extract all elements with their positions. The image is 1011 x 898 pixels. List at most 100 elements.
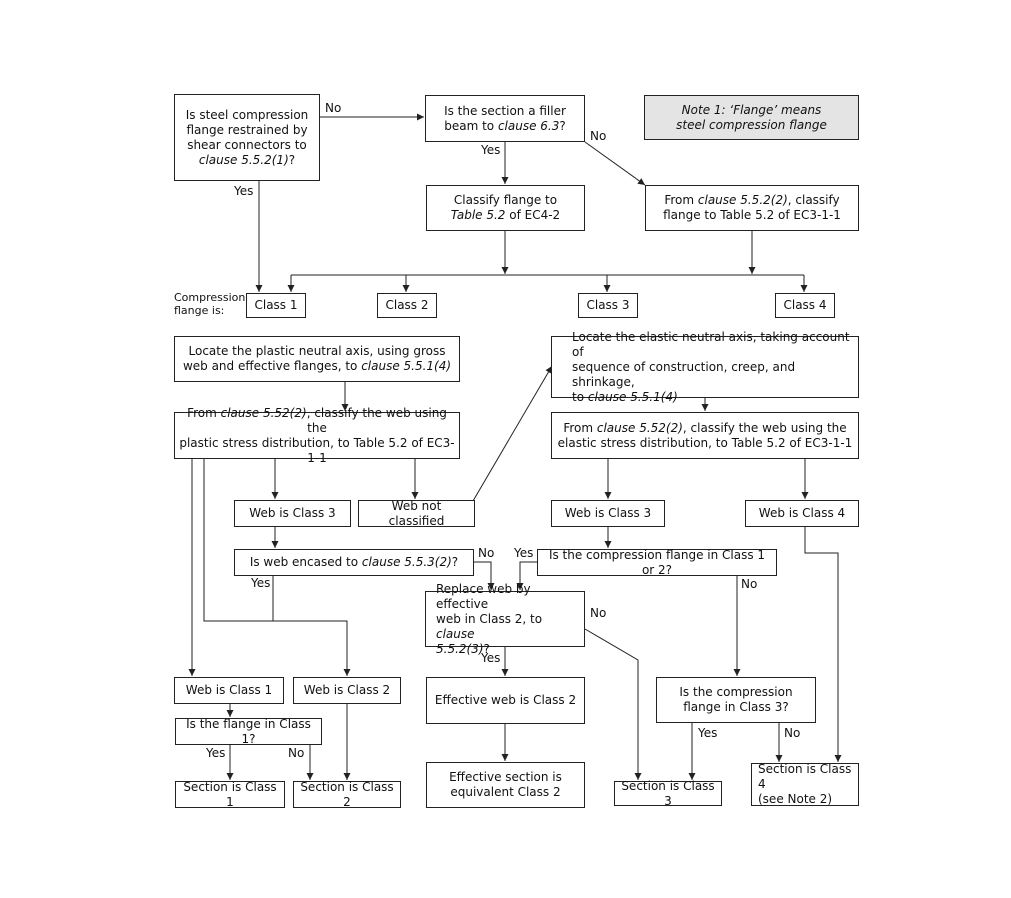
clause-ref: clause 5.52(2) — [220, 405, 307, 420]
text-line: Section is Class 4 — [758, 762, 852, 791]
text-line: From clause 5.52(2), classify the web us… — [179, 406, 455, 436]
text-line: Locate the plastic neutral axis, using g… — [188, 344, 446, 358]
question-flange-class-3: Is the compression flange in Class 3? — [656, 677, 816, 723]
text-fragment: ? — [451, 555, 459, 569]
web-is-class-2: Web is Class 2 — [293, 677, 401, 704]
clause-ref: clause 5.5.2(1) — [198, 152, 289, 167]
text-line: From clause 5.52(2), classify the web us… — [558, 421, 853, 436]
question-flange-class-1: Is the flange in Class 1? — [175, 717, 322, 746]
replace-web-effective: Replace web by effective web in Class 2,… — [425, 582, 585, 656]
classify-web-plastic: From clause 5.52(2), classify the web us… — [174, 406, 460, 465]
text-line: beam to clause 6.3? — [444, 119, 566, 134]
text-line: equivalent Class 2 — [450, 785, 561, 799]
flange-class-4: Class 4 — [775, 293, 835, 318]
label-no-filler: No — [590, 129, 607, 143]
text-line: plastic stress distribution, to Table 5.… — [179, 435, 455, 465]
flange-class-1: Class 1 — [246, 293, 306, 318]
text-line: Note 1: ‘Flange’ means — [681, 102, 822, 117]
section-is-class-1: Section is Class 1 — [175, 780, 285, 809]
text-line: steel compression flange — [676, 117, 827, 132]
arrow-replace-to-section3 — [584, 628, 642, 780]
note-1-box: Note 1: ‘Flange’ means steel compression… — [644, 95, 859, 140]
text-fragment: ? — [288, 152, 296, 167]
text-line: web in Class 2, to clause — [436, 612, 580, 642]
text-line: (see Note 2) — [758, 792, 833, 806]
text-line: Effective section is — [449, 770, 562, 784]
text-fragment: web and effective flanges, to — [182, 359, 362, 373]
arrow-filler-to-ec3 — [584, 141, 646, 186]
clause-ref: clause 5.5.1(4) — [361, 359, 452, 373]
text-line: 5.5.2(3)? — [436, 642, 580, 657]
classify-web-elastic: From clause 5.52(2), classify the web us… — [551, 412, 859, 459]
flange-class-3: Class 3 — [578, 293, 638, 318]
text-fragment: , classify the web using the — [682, 420, 847, 435]
clause-ref: clause 5.5.2(2) — [697, 193, 788, 207]
text-fragment: of EC4-2 — [505, 208, 561, 222]
text-line: Is web encased to clause 5.5.3(2)? — [250, 555, 458, 570]
question-flange-restrained: Is steel compression flange restrained b… — [174, 94, 320, 181]
text-line: Is the compression — [679, 685, 793, 699]
text-fragment: From — [664, 193, 698, 207]
text-line: From clause 5.5.2(2), classify — [663, 193, 841, 208]
clause-ref: clause 5.5.1(4) — [587, 389, 678, 404]
arrow-encased-to-replace — [473, 561, 495, 590]
locate-plastic-neutral-axis: Locate the plastic neutral axis, using g… — [174, 336, 460, 382]
label-yes-flange1: Yes — [206, 746, 226, 760]
arrow-webclass4-to-section4 — [804, 526, 842, 762]
text-line: Is the section a filler — [444, 103, 566, 118]
text-fragment: From — [563, 420, 597, 435]
label-yes-flange3: Yes — [698, 726, 718, 740]
text-line: Table 5.2 of EC4-2 — [451, 208, 560, 223]
text-fragment: From — [187, 405, 221, 420]
text-line: Classify flange to — [453, 193, 558, 207]
text-line: elastic stress distribution, to Table 5.… — [557, 435, 853, 450]
effective-web-class-2: Effective web is Class 2 — [426, 677, 585, 724]
classify-flange-ec4: Classify flange to Table 5.2 of EC4-2 — [426, 185, 585, 231]
label-no-flange1: No — [288, 746, 305, 760]
label-yes-filler: Yes — [481, 143, 501, 157]
text-line: sequence of construction, creep, and shr… — [572, 359, 796, 389]
locate-elastic-neutral-axis: Locate the elastic neutral axis, taking … — [551, 330, 859, 404]
text-line: shear connectors to — [187, 137, 307, 152]
web-is-class-3-right: Web is Class 3 — [551, 500, 665, 527]
text-fragment: Is web encased to — [249, 555, 362, 569]
web-is-class-4: Web is Class 4 — [745, 500, 859, 527]
text-line: Replace web by effective — [436, 581, 531, 611]
text-fragment: ? — [483, 641, 490, 656]
label-yes-encased: Yes — [251, 576, 271, 590]
label-no-replace: No — [590, 606, 607, 620]
clause-ref: clause 5.5.3(2) — [361, 555, 452, 569]
text-fragment: beam to — [444, 118, 498, 133]
text-fragment: , classify — [787, 193, 840, 207]
clause-ref: clause 6.3 — [497, 118, 560, 133]
text-line: to clause 5.5.1(4) — [572, 390, 854, 405]
effective-section-class-2: Effective section is equivalent Class 2 — [426, 762, 585, 808]
text-fragment: web in Class 2, to — [436, 611, 543, 626]
arrow-webplastic-to-webclass2 — [203, 458, 351, 676]
text-line: Compression — [174, 291, 246, 304]
table-ref: Table 5.2 — [450, 208, 506, 222]
text-line: flange in Class 3? — [683, 700, 789, 714]
classify-flange-ec3: From clause 5.5.2(2), classify flange to… — [645, 185, 859, 231]
flange-class-2: Class 2 — [377, 293, 437, 318]
label-yes-flange12: Yes — [514, 546, 534, 560]
label-no-flange3: No — [784, 726, 801, 740]
text-line: flange is: — [174, 304, 225, 317]
text-line: web and effective flanges, to clause 5.5… — [183, 359, 451, 374]
label-yes-replace: Yes — [481, 651, 501, 665]
arrow-flange12-to-replace — [516, 561, 537, 590]
web-is-class-3-left: Web is Class 3 — [234, 500, 351, 527]
label-no-encased: No — [478, 546, 495, 560]
clause-ref: clause — [436, 626, 475, 641]
question-flange-class-1-or-2: Is the compression flange in Class 1 or … — [537, 548, 777, 577]
text-line: flange restrained by — [186, 122, 308, 137]
web-is-class-1: Web is Class 1 — [174, 677, 284, 704]
text-line: Locate the elastic neutral axis, taking … — [572, 329, 850, 359]
section-is-class-3: Section is Class 3 — [614, 779, 722, 808]
compression-flange-label: Compression flange is: — [174, 291, 245, 317]
arrow-notclassified-to-elasticna — [472, 365, 553, 502]
clause-ref: clause 5.52(2) — [596, 420, 683, 435]
label-no-flange12: No — [741, 577, 758, 591]
question-web-encased: Is web encased to clause 5.5.3(2)? — [234, 549, 474, 576]
